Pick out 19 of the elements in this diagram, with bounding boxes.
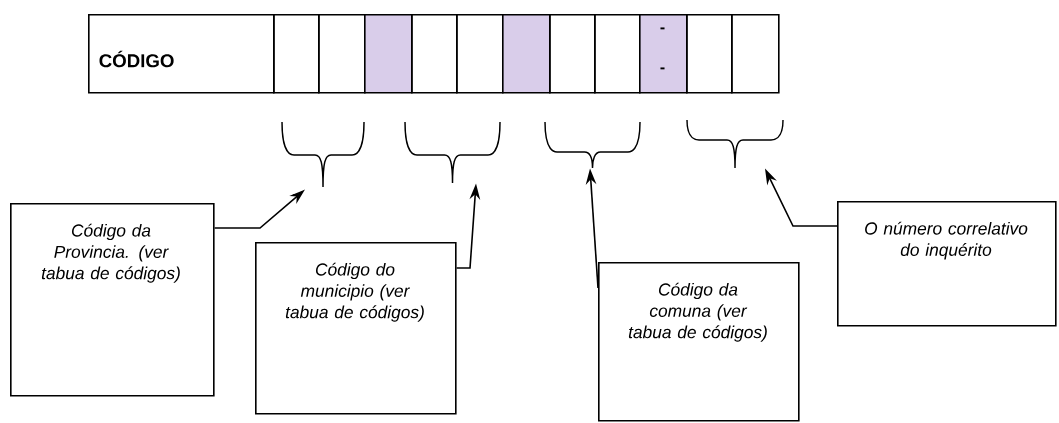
curly-brace (281, 121, 365, 188)
code-cell (411, 14, 458, 94)
code-cell (364, 14, 413, 94)
curly-brace (686, 119, 784, 169)
code-cell (639, 14, 688, 94)
text-box: Código da Provincia. (ver tabua de códigos) (10, 203, 215, 397)
code-box: CÓDIGO (88, 14, 275, 94)
code-cell (502, 14, 551, 94)
text-box: O número correlativo do inquérito (837, 201, 1057, 327)
code-cell (549, 14, 596, 94)
code-cell (273, 14, 320, 94)
code-cell (731, 14, 780, 94)
text-box: Código da comuna (ver tabua de códigos) (598, 262, 800, 422)
dash-mark: - (660, 27, 665, 30)
curly-brace (544, 121, 641, 169)
code-cell (686, 14, 733, 94)
text-box: Código do municipio (ver tabua de códigos) (255, 242, 457, 415)
dash-mark: - (660, 67, 665, 70)
curly-brace (404, 121, 501, 184)
